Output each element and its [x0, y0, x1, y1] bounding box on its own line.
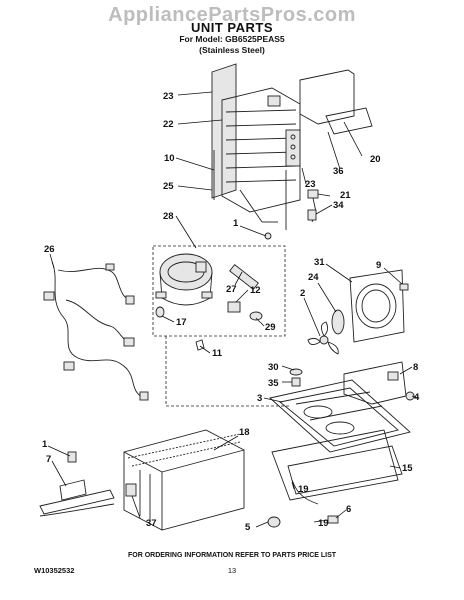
- grommet: [227, 301, 241, 313]
- callout-label: 4: [414, 392, 420, 403]
- model-line: For Model: GB6525PEAS5: [179, 34, 285, 44]
- condenser-tube: [229, 263, 259, 291]
- callout-label: 1: [233, 218, 239, 229]
- evaporator-cover: [299, 69, 373, 135]
- callout-label: 11: [212, 348, 223, 359]
- fan-blade: [307, 321, 339, 355]
- callout-label: 18: [239, 427, 250, 438]
- page-number: 13: [227, 566, 237, 575]
- wire-harness: [43, 261, 149, 401]
- clip: [195, 339, 205, 351]
- rear-cover: [271, 429, 403, 501]
- callout-label: 25: [163, 181, 174, 192]
- callout-label: 2: [300, 288, 305, 299]
- compressor: [155, 253, 213, 306]
- condenser-coil: [123, 429, 245, 531]
- drain-tube: [291, 479, 319, 505]
- callout-label: 24: [308, 272, 319, 283]
- grommet-small: [155, 306, 165, 318]
- screw: [405, 391, 415, 401]
- callout-label: 10: [164, 153, 175, 164]
- power-cord-bracket: [39, 479, 115, 517]
- screw: [399, 283, 409, 291]
- compressor-group-leader: [165, 336, 290, 407]
- callout-label: 30: [268, 362, 279, 373]
- callout-label: 37: [146, 518, 157, 529]
- callout-label: 23: [305, 179, 316, 190]
- callout-label: 9: [376, 260, 381, 271]
- callout-label: 35: [268, 378, 279, 389]
- callout-label: 29: [265, 322, 276, 333]
- evaporator-assembly: [211, 63, 301, 230]
- callout-label: 36: [333, 166, 344, 177]
- fan-shroud: [349, 269, 405, 343]
- callout-labels: 23 22 10 25 28 1 26 27 12 17 29 31 9 24 …: [42, 91, 420, 533]
- callout-label: 12: [250, 285, 261, 296]
- doc-number: W10352532: [34, 566, 75, 575]
- callout-label: 21: [340, 190, 351, 201]
- callout-label: 26: [44, 244, 55, 255]
- page-title: UNIT PARTS: [190, 20, 274, 35]
- callout-label: 22: [163, 119, 174, 130]
- mount-bracket: [125, 483, 137, 497]
- callout-label: 20: [370, 154, 381, 165]
- watermark: AppliancePartsPros.com: [108, 4, 356, 26]
- base-pan: [269, 379, 411, 453]
- callout-label: 19: [318, 518, 329, 529]
- callout-label: 8: [413, 362, 418, 373]
- fan-motor: [331, 309, 345, 335]
- overload: [249, 311, 263, 321]
- bolt: [291, 377, 301, 387]
- callout-label: 1: [42, 439, 48, 450]
- variant-line: (Stainless Steel): [199, 45, 265, 55]
- callout-label: 17: [176, 317, 187, 328]
- callout-label: 7: [46, 454, 51, 465]
- callout-label: 34: [333, 200, 344, 211]
- drain-pan: [343, 361, 407, 405]
- grommet: [267, 516, 281, 528]
- callout-label: 27: [226, 284, 237, 295]
- clip: [327, 515, 339, 524]
- washer: [289, 368, 303, 376]
- callout-label: 3: [257, 393, 262, 404]
- callout-label: 31: [314, 257, 325, 268]
- ordering-note: FOR ORDERING INFORMATION REFER TO PARTS …: [127, 552, 337, 559]
- compressor-group-outline: [152, 245, 286, 337]
- callout-label: 19: [298, 484, 309, 495]
- callout-label: 6: [346, 504, 351, 515]
- callout-label: 23: [163, 91, 174, 102]
- callout-label: 5: [245, 522, 251, 533]
- callout-label: 28: [163, 211, 174, 222]
- callout-label: 15: [402, 463, 413, 474]
- screw: [67, 451, 77, 463]
- defrost-sensor: [307, 189, 319, 223]
